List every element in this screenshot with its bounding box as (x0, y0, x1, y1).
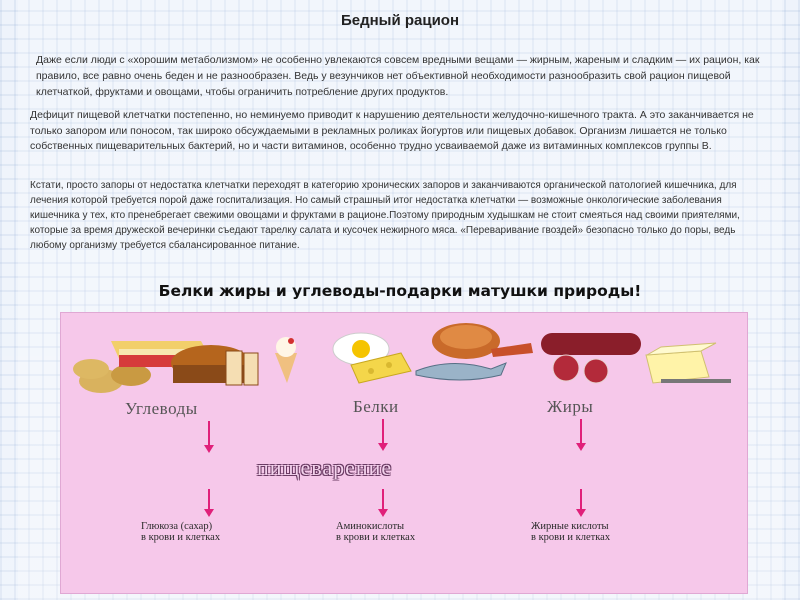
protein-foods-icon (332, 323, 533, 384)
result-fatty-acids-line2: в крови и клетках (531, 532, 611, 543)
result-amino-line2: в крови и клетках (336, 532, 416, 543)
digestion-label: пищеварение (257, 455, 393, 480)
fats-label: Жиры (547, 397, 594, 416)
fat-arrow-2-icon (576, 489, 586, 517)
paragraph-3-text: Кстати, просто запоры от недостатка клет… (30, 180, 740, 251)
paragraph-3: Кстати, просто запоры от недостатка клет… (30, 178, 772, 253)
carb-arrow-icon (204, 421, 214, 453)
diagram-subtitle: Белки жиры и углеводы-подарки матушки пр… (158, 282, 642, 300)
result-fatty-acids-line1: Жирные кислоты (531, 521, 609, 532)
result-amino-line1: Аминокислоты (336, 521, 405, 532)
proteins-label: Белки (353, 397, 399, 416)
paragraph-1: Даже если люди с «хорошим метаболизмом» … (36, 54, 760, 98)
result-glucose: Глюкоза (сахар) в крови и клетках (141, 521, 220, 543)
slide-title: Бедный рацион (340, 12, 460, 29)
carb-arrow-2-icon (204, 489, 214, 517)
result-glucose-line1: Глюкоза (сахар) (141, 521, 213, 532)
protein-arrow-icon (378, 419, 388, 451)
fat-foods-icon (541, 333, 731, 384)
result-glucose-line2: в крови и клетках (141, 532, 221, 543)
result-fatty-acids: Жирные кислоты в крови и клетках (531, 521, 610, 543)
fat-arrow-icon (576, 419, 586, 451)
carb-foods-icon (73, 337, 297, 393)
nutrients-diagram: Углеводы Белки Жиры пищеварение Глюкоза … (60, 312, 748, 594)
paragraph-2: Дефицит пищевой клетчатки постепенно, но… (30, 109, 754, 152)
result-amino: Аминокислоты в крови и клетках (336, 521, 415, 543)
carbs-label: Углеводы (125, 399, 198, 418)
food-illustration (73, 323, 731, 517)
protein-arrow-2-icon (378, 489, 388, 517)
